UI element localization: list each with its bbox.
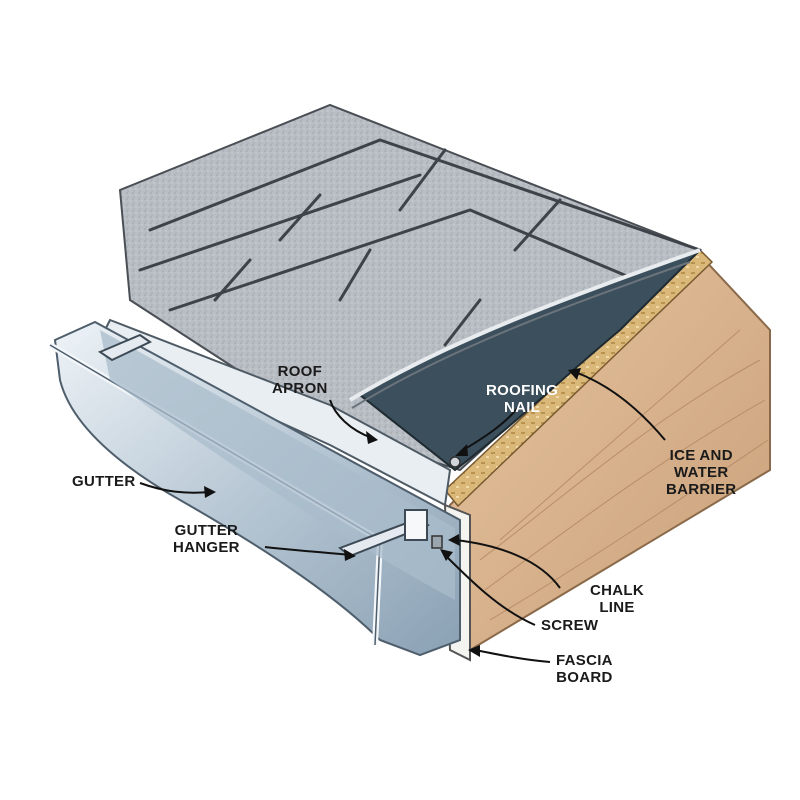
- leader-lines: [139, 371, 666, 663]
- label-screw: SCREW: [541, 617, 599, 634]
- label-gutter-hanger: GUTTER HANGER: [173, 522, 240, 556]
- screw-head: [431, 535, 443, 549]
- wood-grain-lines: [479, 329, 769, 621]
- shingle-cut-edge: [348, 248, 701, 402]
- label-roof-apron: ROOF APRON: [272, 363, 328, 397]
- leader-arrowheads: [204, 368, 581, 657]
- label-gutter: GUTTER: [72, 473, 136, 490]
- label-chalk-line: CHALK LINE: [590, 582, 644, 616]
- label-ice-water-barrier: ICE AND WATER BARRIER: [666, 447, 737, 498]
- label-fascia-board: FASCIA BOARD: [556, 652, 613, 686]
- gutter-inner-shade: [100, 330, 455, 600]
- shingle-course-lines: [138, 138, 702, 347]
- label-roofing-nail: ROOFING NAIL: [486, 382, 559, 416]
- gutter-hanger-shapes: [97, 333, 430, 558]
- roofing-nail-head: [449, 456, 461, 468]
